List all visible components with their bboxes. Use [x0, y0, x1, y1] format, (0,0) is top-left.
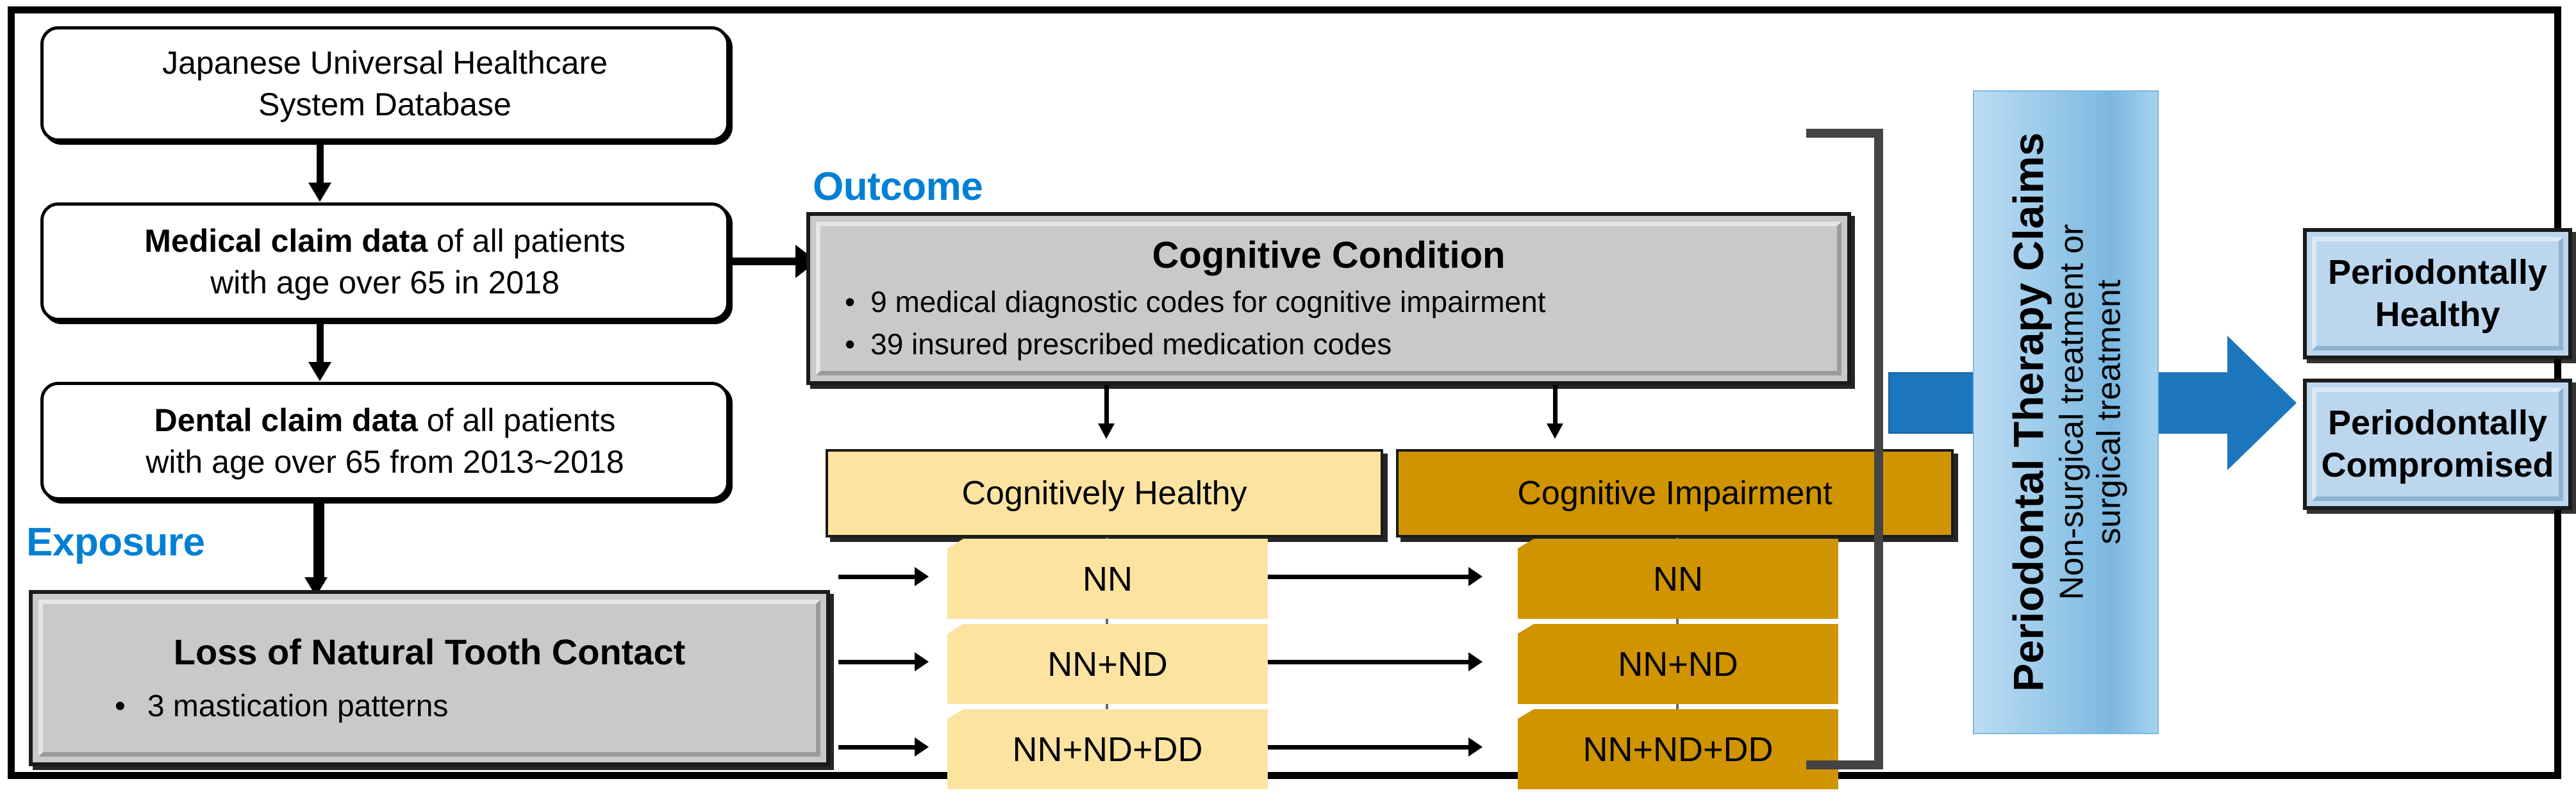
connector-outcome-to-healthy [1104, 385, 1109, 431]
result-box-periodontally-healthy: Periodontally Healthy [2303, 228, 2572, 359]
exposure-box: Loss of Natural Tooth Contact • 3 mastic… [29, 590, 830, 766]
arrowhead-exposure-to-healthy-nnnddd [915, 737, 929, 757]
result-box-periodontally-compromised: Periodontally Compromised [2303, 379, 2572, 510]
chip-healthy-nn-label: NN [1083, 559, 1133, 598]
arrowhead-healthy-nnnddd-to-impairment-nnnddd [1468, 737, 1483, 757]
bullet-dot-icon: • [845, 327, 856, 361]
bracket-stem [1874, 129, 1883, 769]
source-box-medical-claims: Medical claim data of all patients with … [40, 202, 729, 321]
section-label-outcome: Outcome [813, 165, 983, 209]
arrowhead-medical-to-dental [308, 362, 331, 381]
result-box-compromised-line-1: Periodontally [2327, 403, 2548, 442]
result-box-compromised-line-2: Compromised [2321, 445, 2554, 484]
outcome-box-bullet-2: 39 insured prescribed medication codes [870, 327, 1392, 361]
connector-healthy-nnnd-to-impairment-nnnd [1268, 660, 1473, 664]
connector-db-to-medical [317, 142, 324, 188]
blue-arrow-head-icon [2227, 336, 2297, 470]
periodontal-therapy-title: Periodontal Therapy Claims [2004, 133, 2052, 692]
source-box-database-line-2: System Database [258, 86, 511, 122]
dental-claim-bold: Dental claim data [154, 402, 418, 438]
connector-dental-to-exposure [313, 500, 324, 584]
periodontal-therapy-subtitle-1: Non-surgical treatment or [2052, 224, 2090, 600]
periodontal-therapy-bar: Periodontal Therapy Claims Non-surgical … [1973, 90, 2159, 734]
dental-claim-rest: of all patients [417, 402, 616, 438]
source-box-medical-claims-line-2: with age over 65 in 2018 [210, 264, 560, 300]
exposure-box-title: Loss of Natural Tooth Contact [173, 632, 686, 673]
outcome-box-title: Cognitive Condition [1152, 234, 1506, 276]
bracket-top-arm [1806, 129, 1883, 138]
chip-impairment-nn: NN [1518, 539, 1838, 619]
bullet-dot-icon: • [845, 284, 856, 318]
arrowhead-healthy-nn-to-impairment-nn [1468, 567, 1483, 586]
chip-healthy-nn: NN [947, 539, 1268, 619]
arrowhead-outcome-to-healthy [1098, 423, 1115, 439]
bullet-dot-icon: • [115, 689, 126, 723]
chip-impairment-nnnddd-label: NN+ND+DD [1583, 730, 1774, 769]
group-label-cognitive-impairment-text: Cognitive Impairment [1517, 475, 1832, 512]
group-label-cognitive-impairment: Cognitive Impairment [1396, 449, 1954, 537]
grouping-bracket [1806, 129, 1893, 769]
chip-healthy-nnnddd: NN+ND+DD [947, 709, 1268, 789]
periodontal-therapy-subtitle-2: surgical treatment [2090, 279, 2127, 545]
chip-impairment-nnnd-label: NN+ND [1618, 644, 1738, 684]
connector-medical-to-outcome [729, 258, 805, 265]
source-box-medical-claims-line-1: Medical claim data of all patients [44, 220, 726, 262]
connector-exposure-to-healthy-nnnd [838, 660, 922, 664]
chip-healthy-nnnd: NN+ND [947, 624, 1268, 704]
arrowhead-exposure-to-healthy-nn [915, 567, 929, 586]
source-box-database: Japanese Universal Healthcare System Dat… [40, 26, 729, 142]
chip-impairment-nnnddd: NN+ND+DD [1518, 709, 1838, 789]
outcome-box-bullet-row-2: • 39 insured prescribed medication codes [831, 328, 1827, 361]
chip-impairment-nn-label: NN [1653, 559, 1703, 598]
source-box-dental-claims-line-1: Dental claim data of all patients [44, 400, 726, 441]
group-label-cognitively-healthy-text: Cognitively Healthy [961, 475, 1247, 512]
arrowhead-outcome-to-impairment [1547, 423, 1563, 439]
exposure-box-bullet-1: 3 mastication patterns [147, 689, 449, 723]
connector-exposure-to-healthy-nnnddd [838, 745, 922, 750]
bracket-bottom-arm [1806, 760, 1883, 769]
arrowhead-db-to-medical [308, 183, 331, 202]
source-box-dental-claims: Dental claim data of all patients with a… [40, 382, 729, 500]
arrowhead-healthy-nnnd-to-impairment-nnnd [1468, 652, 1483, 671]
exposure-box-bullet-row: • 3 mastication patterns [57, 689, 802, 724]
periodontal-therapy-vertical-text: Periodontal Therapy Claims Non-surgical … [1974, 92, 2157, 733]
diagram-outer-frame: Japanese Universal Healthcare System Dat… [8, 6, 2572, 789]
blue-arrow-shaft [2159, 372, 2229, 434]
periodontal-therapy-rotated-group: Periodontal Therapy Claims Non-surgical … [2004, 133, 2127, 692]
outcome-box-bullet-row-1: • 9 medical diagnostic codes for cogniti… [831, 286, 1827, 318]
result-box-healthy-line-1: Periodontally [2327, 252, 2548, 291]
medical-claim-rest: of all patients [428, 222, 626, 259]
result-box-healthy-line-2: Healthy [2375, 295, 2500, 334]
source-box-database-line-1: Japanese Universal Healthcare [162, 45, 608, 81]
outcome-box-bullet-1: 9 medical diagnostic codes for cognitive… [870, 284, 1546, 318]
chip-healthy-nnnddd-label: NN+ND+DD [1012, 730, 1203, 769]
connector-healthy-nn-to-impairment-nn [1268, 575, 1473, 579]
chip-impairment-nnnd: NN+ND [1518, 624, 1838, 704]
connector-exposure-to-healthy-nn [838, 575, 922, 579]
blue-connector-stub [1888, 372, 1979, 434]
outcome-box: Cognitive Condition • 9 medical diagnost… [806, 212, 1851, 385]
group-label-cognitively-healthy: Cognitively Healthy [826, 449, 1383, 537]
connector-medical-to-dental [317, 321, 324, 367]
chip-healthy-nnnd-label: NN+ND [1047, 644, 1168, 684]
connector-outcome-to-impairment [1553, 385, 1558, 431]
medical-claim-bold: Medical claim data [144, 222, 428, 259]
arrowhead-exposure-to-healthy-nnnd [915, 652, 929, 671]
connector-healthy-nnnddd-to-impairment-nnnddd [1268, 745, 1473, 750]
source-box-dental-claims-line-2: with age over 65 from 2013~2018 [145, 443, 624, 480]
section-label-exposure: Exposure [26, 520, 205, 564]
